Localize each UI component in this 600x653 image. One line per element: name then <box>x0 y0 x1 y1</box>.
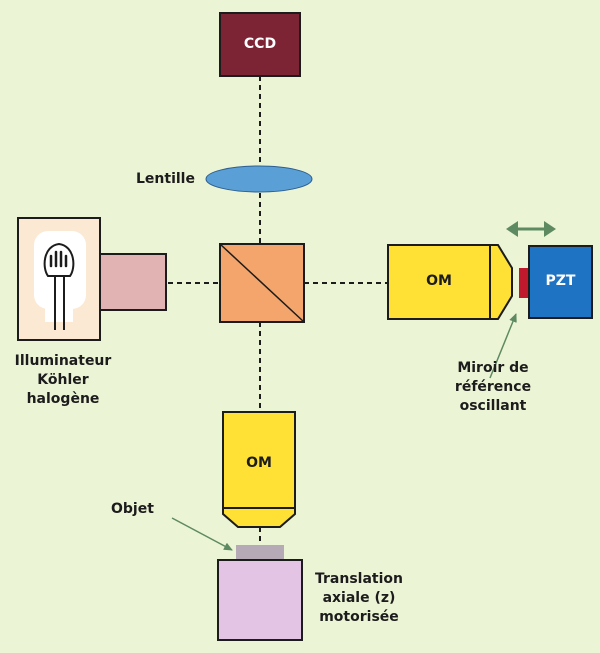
translation-label-line3: motorisée <box>319 609 399 625</box>
objet-pointer-arrow <box>171 517 233 551</box>
lens <box>205 165 313 193</box>
illuminateur-label-line3: halogène <box>26 391 100 407</box>
oscillation-arrow-icon <box>506 221 556 237</box>
object-sample <box>236 545 284 560</box>
translation-label-line1: Translation <box>315 571 403 587</box>
miroir-label: Miroir de référence oscillant <box>440 359 546 416</box>
om-right-label: OM <box>426 273 452 289</box>
om-bottom-label: OM <box>246 455 272 471</box>
halogen-lamp-icon <box>34 231 86 330</box>
translation-label: Translation axiale (z) motorisée <box>306 570 412 627</box>
ccd-camera <box>219 12 301 77</box>
illuminateur-label-line1: Illuminateur <box>14 353 112 369</box>
illuminator-tube <box>99 253 167 311</box>
motorized-stage <box>217 559 303 641</box>
optical-path <box>168 76 388 545</box>
miroir-pointer-arrow <box>489 313 517 379</box>
translation-label-line2: axiale (z) <box>322 590 396 606</box>
objet-label: Objet <box>111 501 154 517</box>
objective-bottom <box>222 411 296 528</box>
miroir-label-line2: référence <box>454 379 532 395</box>
lentille-label: Lentille <box>136 171 195 187</box>
ccd-label: CCD <box>243 36 277 52</box>
beam-splitter <box>219 243 305 323</box>
miroir-label-line1: Miroir de <box>457 360 529 376</box>
pzt-actuator <box>528 245 593 319</box>
illuminateur-label: Illuminateur Köhler halogène <box>6 352 120 409</box>
illuminateur-label-line2: Köhler <box>37 372 89 388</box>
objective-right <box>387 244 513 320</box>
pzt-label: PZT <box>545 273 576 289</box>
reference-mirror <box>519 268 529 298</box>
miroir-label-line3: oscillant <box>459 398 527 414</box>
illuminator <box>17 217 167 341</box>
